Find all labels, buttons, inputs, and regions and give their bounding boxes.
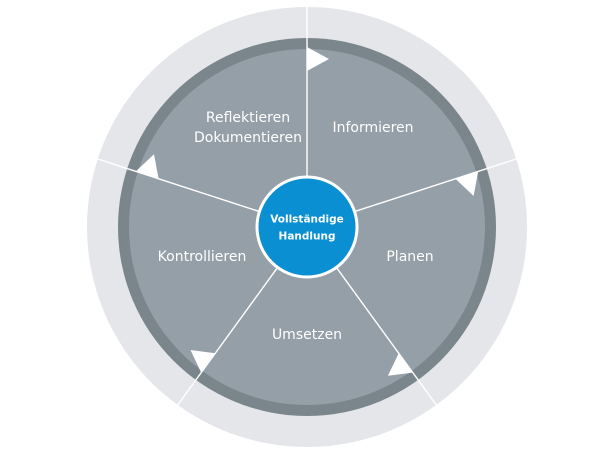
center-label-line: Handlung <box>279 231 336 243</box>
segment-label-planen: Planen <box>386 249 433 265</box>
segment-label-kontrollieren: Kontrollieren <box>158 249 247 265</box>
center-label-line: Vollständige <box>270 214 344 226</box>
segment-arrow <box>190 350 216 373</box>
segment-arrow <box>387 353 413 376</box>
segment-divider <box>97 158 260 213</box>
segment-dividers <box>97 7 517 406</box>
segment-divider <box>335 267 437 406</box>
center-circle <box>255 175 359 279</box>
segment-label-umsetzen: Umsetzen <box>272 327 342 343</box>
segment-arrow <box>455 171 479 196</box>
segment-arrows <box>135 47 479 376</box>
segment-label-reflektieren: Dokumentieren <box>194 130 302 146</box>
segment-label-informieren: Informieren <box>332 120 413 136</box>
segment-divider <box>354 158 517 213</box>
segment-label-reflektieren: Reflektieren <box>206 110 290 126</box>
segment-divider <box>177 267 279 406</box>
segment-arrow <box>135 154 159 179</box>
segment-arrow <box>307 47 329 71</box>
